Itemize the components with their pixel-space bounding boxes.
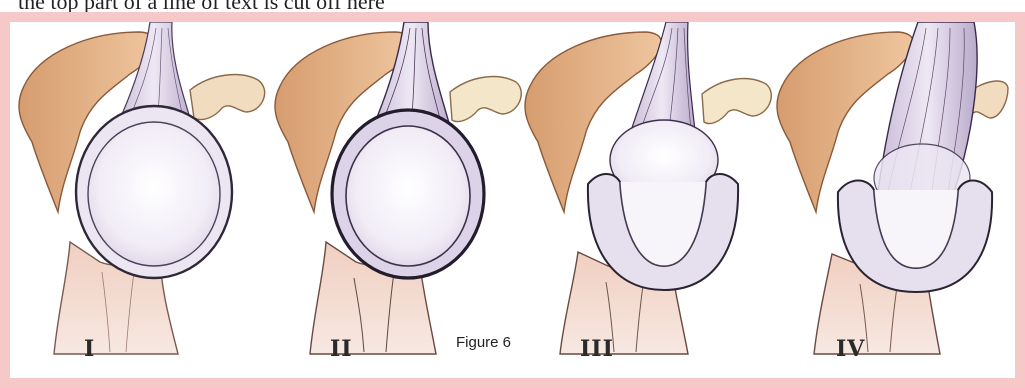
shoulder-diagram-1 <box>19 22 265 354</box>
shoulder-diagram-3 <box>525 22 771 354</box>
shoulder-illustrations <box>10 22 1015 378</box>
panel-label-2: II <box>330 336 353 362</box>
panel-label-4: IV <box>836 336 865 362</box>
figure-panel: I II III IV Figure 6 <box>10 22 1015 378</box>
shoulder-diagram-2 <box>275 22 521 354</box>
figure-caption: Figure 6 <box>456 334 511 351</box>
panel-label-3: III <box>580 336 614 362</box>
shoulder-diagram-4 <box>777 22 1008 354</box>
figure-frame: I II III IV Figure 6 <box>0 12 1025 388</box>
panel-label-1: I <box>84 336 95 362</box>
